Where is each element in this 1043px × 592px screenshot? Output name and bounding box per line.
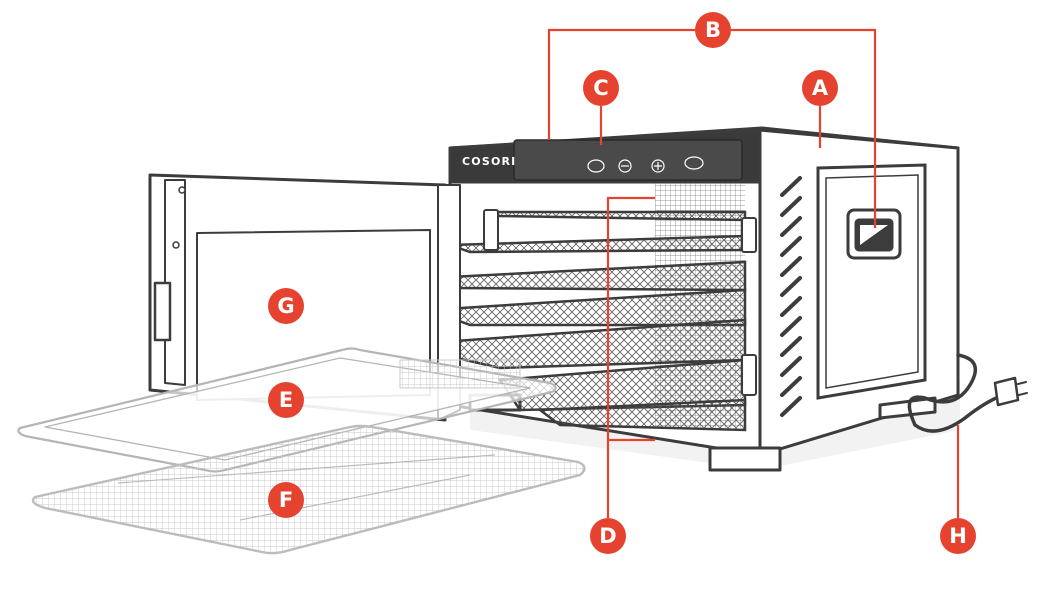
- tray-clips: [741, 217, 757, 396]
- leader-b-left: [547, 28, 695, 140]
- callout-c: C: [583, 70, 619, 106]
- callout-g: G: [268, 288, 304, 324]
- callout-e: E: [268, 382, 304, 418]
- callout-h: H: [940, 518, 976, 554]
- callout-a: A: [802, 70, 838, 106]
- callout-b: B: [695, 12, 731, 48]
- leader-lines: [547, 28, 960, 518]
- callout-d: D: [590, 518, 626, 554]
- side-vents: [780, 176, 802, 417]
- plus-icon: [651, 159, 665, 173]
- minus-icon: [618, 159, 632, 173]
- leader-b-right: [731, 28, 877, 228]
- start-stop-icon: [684, 156, 704, 170]
- temp-time-icon: [587, 159, 605, 173]
- power-cord: [907, 353, 1028, 433]
- control-buttons: [587, 156, 704, 173]
- control-display: [513, 139, 743, 181]
- brand-logo: COSORI: [462, 155, 517, 168]
- side-panel: [816, 163, 927, 400]
- leader-d: [606, 196, 655, 518]
- callout-f: F: [268, 482, 304, 518]
- mesh-sheet: [31, 424, 586, 555]
